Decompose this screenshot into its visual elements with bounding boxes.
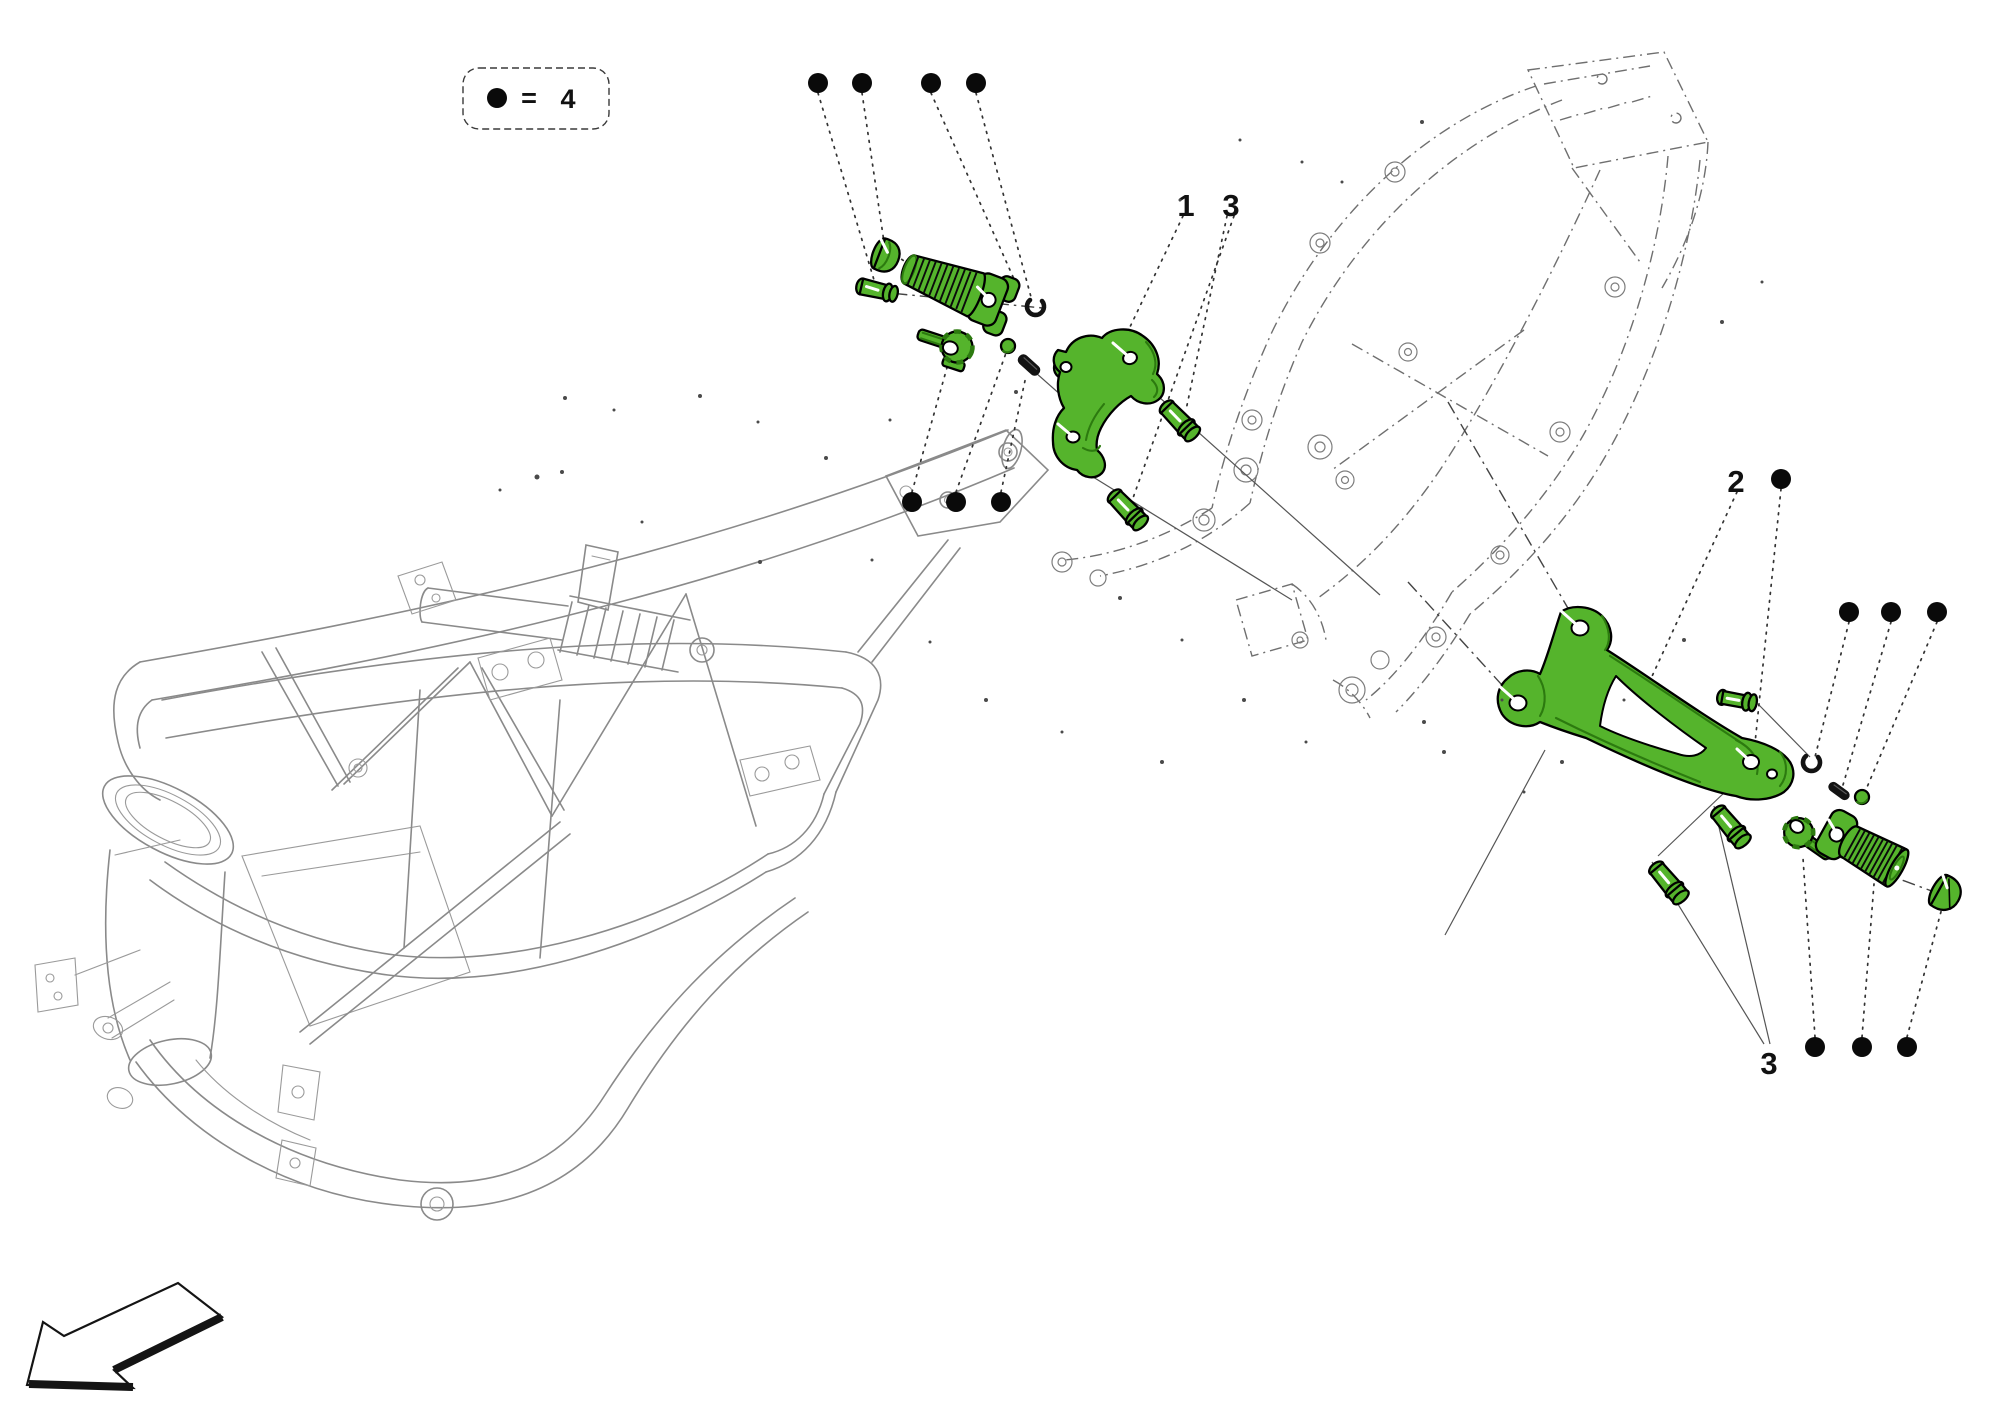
snap-ring-front[interactable]: [1024, 297, 1047, 318]
callout-3-front-label[interactable]: 3: [1222, 188, 1239, 223]
end-cap-rear[interactable]: [1925, 872, 1967, 916]
callout-2-label[interactable]: 2: [1727, 464, 1744, 499]
legend-box: [462, 67, 610, 130]
legend-dot-icon: [487, 88, 507, 108]
rear-subframe-drawing: [1063, 51, 1710, 719]
footpeg-rear[interactable]: [1813, 807, 1914, 892]
quantity-dot: [966, 73, 986, 93]
snap-ring-rear[interactable]: [1800, 753, 1823, 774]
holder-bolt-rear[interactable]: [1715, 688, 1759, 713]
callout-3-leaders: [1651, 805, 1771, 1045]
callout-3-rear-label[interactable]: 3: [1760, 1046, 1777, 1081]
pivot-knob-front[interactable]: [911, 320, 976, 373]
main-frame-drawing: [34, 428, 1050, 1221]
legend-equals: =: [521, 83, 537, 113]
quantity-dot: [1881, 602, 1901, 622]
rubber-pin-rear[interactable]: [1826, 780, 1851, 802]
quantity-dot: [852, 73, 872, 93]
end-cap-front[interactable]: [868, 236, 904, 276]
quantity-dot: [991, 492, 1011, 512]
holder-screw-rear-front[interactable]: [1645, 858, 1692, 908]
quantity-dot: [1839, 602, 1859, 622]
direction-arrow-icon: [25, 1281, 225, 1391]
highlighted-parts: [855, 236, 1967, 916]
quantity-dot: [1897, 1037, 1917, 1057]
quantity-dot: [1852, 1037, 1872, 1057]
quantity-dot: [946, 492, 966, 512]
footrest-holder-rear[interactable]: [1496, 605, 1795, 801]
callout-1-label[interactable]: 1: [1177, 188, 1194, 223]
legend: = 4: [462, 67, 610, 130]
footpeg-bolt-front[interactable]: [855, 277, 900, 304]
quantity-dot: [1771, 469, 1791, 489]
black-hardware: [1016, 297, 1851, 802]
holder-screw-front-upper[interactable]: [1156, 396, 1203, 444]
subframe-bolt-bosses: [1051, 161, 1626, 704]
quantity-dot: [1805, 1037, 1825, 1057]
legend-quantity: 4: [560, 84, 575, 114]
holder-screw-front-lower[interactable]: [1104, 485, 1151, 533]
holder-screw-rear-back[interactable]: [1707, 802, 1754, 852]
footpeg-front[interactable]: [893, 240, 1022, 337]
quantity-dot: [902, 492, 922, 512]
quantity-dot: [1927, 602, 1947, 622]
render-specks: [498, 120, 1764, 794]
leader-lines: [817, 92, 1943, 1038]
detent-ball-rear[interactable]: [1853, 788, 1871, 806]
quantity-dot: [808, 73, 828, 93]
quantity-dot: [921, 73, 941, 93]
rubber-pin-front[interactable]: [1016, 352, 1043, 378]
quantity-dots: [808, 73, 1947, 1057]
detent-ball-front[interactable]: [999, 337, 1017, 355]
footrest-holder-front[interactable]: [1051, 328, 1166, 479]
